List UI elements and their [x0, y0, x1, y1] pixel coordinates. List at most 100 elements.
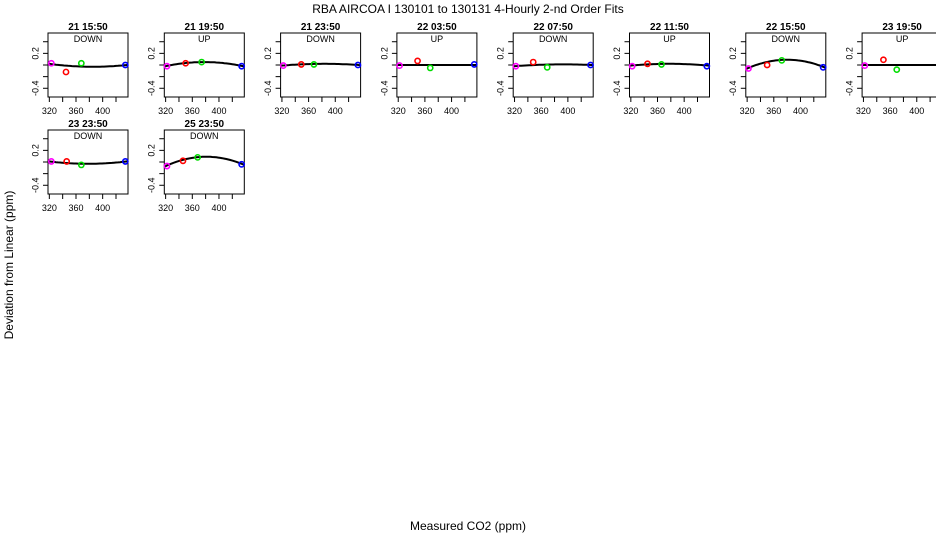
x-tick-label: 400: [444, 106, 459, 116]
panel-direction: DOWN: [772, 34, 801, 44]
panel-title: 22 11:50: [650, 22, 689, 33]
data-point: [163, 162, 171, 170]
data-point: [658, 61, 665, 68]
x-tick-label: 360: [68, 203, 83, 213]
x-tick-label: 360: [185, 203, 200, 213]
chart-title: RBA AIRCOA I 130101 to 130131 4-Hourly 2…: [312, 2, 624, 16]
x-tick-label: 320: [623, 106, 638, 116]
panel-title: 21 15:50: [68, 22, 108, 33]
fit-curve: [280, 62, 361, 67]
data-point: [279, 62, 287, 69]
panel-title: 22 03:50: [417, 22, 457, 33]
data-point: [63, 158, 71, 165]
x-tick-label: 320: [391, 106, 406, 116]
y-tick-label: 0.2: [147, 47, 157, 60]
data-point: [587, 61, 594, 69]
y-tick-label: 0.2: [30, 144, 40, 157]
data-point: [628, 62, 636, 70]
x-tick-label: 320: [740, 106, 755, 116]
x-tick-label: 320: [42, 106, 57, 116]
data-point: [396, 62, 403, 69]
y-tick-label: 0.2: [263, 47, 273, 60]
data-point: [426, 64, 434, 72]
y-tick-label: -0.4: [30, 178, 40, 194]
data-point: [77, 59, 85, 67]
panel-direction: DOWN: [74, 131, 103, 141]
x-tick-label: 400: [95, 106, 110, 116]
y-tick-label: -0.4: [728, 81, 738, 97]
x-tick-label: 360: [883, 106, 898, 116]
data-point: [121, 158, 129, 165]
data-point: [512, 62, 520, 70]
data-point: [644, 60, 651, 68]
fit-curve: [513, 63, 594, 68]
panel-direction: DOWN: [190, 131, 219, 141]
x-tick-label: 360: [68, 106, 83, 116]
panel-title: 21 23:50: [301, 22, 341, 33]
fit-curve: [745, 58, 827, 71]
x-tick-label: 400: [677, 106, 692, 116]
y-tick-label: 0.2: [612, 47, 622, 60]
x-tick-label: 360: [534, 106, 549, 116]
panel-direction: UP: [431, 34, 444, 44]
panel-title: 22 07:50: [533, 22, 573, 33]
data-point: [163, 62, 171, 70]
panel-direction: UP: [663, 34, 676, 44]
x-tick-label: 400: [211, 106, 226, 116]
panel-title: 23 23:50: [68, 119, 108, 130]
data-point: [529, 58, 537, 66]
panel-direction: DOWN: [306, 34, 335, 44]
data-point: [470, 61, 478, 68]
data-point: [77, 161, 85, 169]
data-point: [47, 59, 55, 67]
data-point: [198, 58, 206, 66]
fit-curve: [47, 160, 129, 165]
fit-curve: [629, 62, 710, 67]
y-tick-label: -0.4: [496, 81, 506, 97]
data-point: [121, 61, 129, 69]
data-point: [819, 63, 827, 71]
fit-curve: [47, 62, 129, 68]
y-tick-label: -0.4: [30, 81, 40, 97]
data-point: [194, 153, 202, 161]
x-tick-label: 320: [856, 106, 871, 116]
panel-direction: DOWN: [539, 34, 568, 44]
data-point: [297, 61, 305, 68]
x-tick-label: 360: [766, 106, 781, 116]
x-axis-label: Measured CO2 (ppm): [409, 519, 527, 533]
x-tick-label: 360: [650, 106, 665, 116]
y-tick-label: 0.2: [844, 47, 854, 60]
data-point: [861, 62, 869, 69]
y-tick-label: 0.2: [30, 47, 40, 60]
panel-title: 25 23:50: [185, 119, 225, 130]
data-point: [310, 61, 318, 68]
y-tick-label: -0.4: [147, 178, 157, 194]
x-tick-label: 400: [793, 106, 808, 116]
y-tick-label: 0.2: [147, 144, 157, 157]
data-point: [893, 66, 901, 74]
data-point: [182, 59, 190, 67]
panel-title: 21 19:50: [185, 22, 225, 33]
y-tick-label: -0.4: [844, 81, 854, 97]
x-tick-label: 320: [274, 106, 289, 116]
x-tick-label: 360: [185, 106, 200, 116]
x-tick-label: 400: [328, 106, 343, 116]
data-point: [238, 160, 246, 168]
x-tick-label: 400: [909, 106, 924, 116]
data-point: [703, 62, 711, 70]
x-tick-label: 360: [301, 106, 316, 116]
panel-title: 23 19:50: [882, 22, 922, 33]
x-tick-label: 320: [158, 203, 173, 213]
x-tick-label: 400: [95, 203, 110, 213]
y-tick-label: -0.4: [263, 81, 273, 97]
